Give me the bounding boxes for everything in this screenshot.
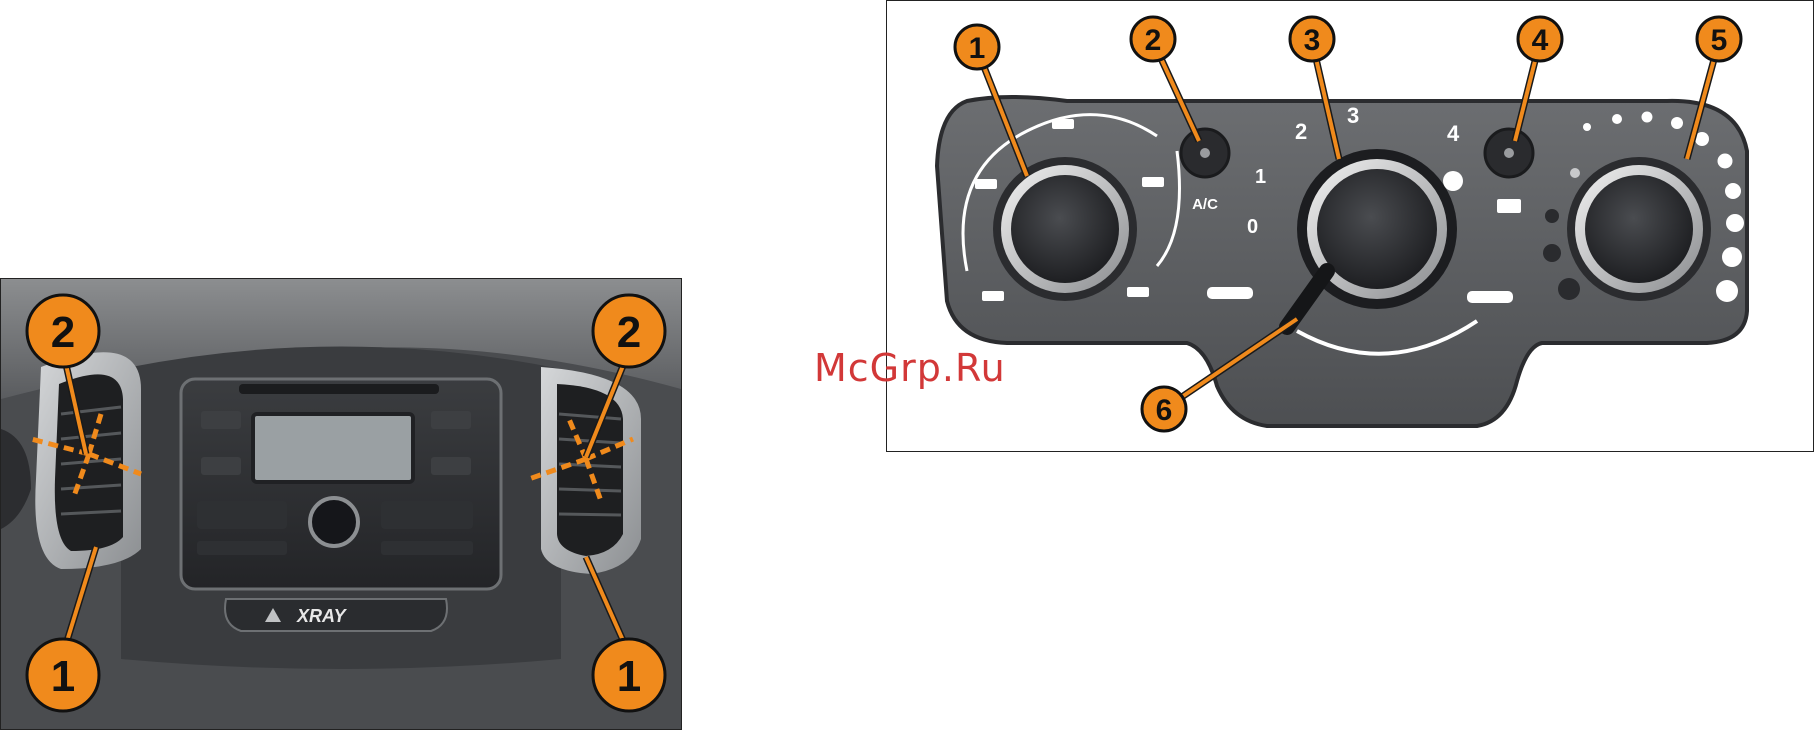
callout-4: 4 [1518,17,1562,61]
svg-text:2: 2 [51,308,75,357]
svg-text:1: 1 [617,652,641,701]
climate-panel-illustration: A/C 0 1 2 3 4 [887,1,1813,451]
callout-1-right: 1 [593,639,665,711]
svg-text:2: 2 [1145,24,1162,57]
callout-1-left: 1 [27,639,99,711]
ac-label: A/C [1192,196,1218,213]
svg-text:0: 0 [1247,216,1258,238]
fan-icon [1443,171,1463,191]
svg-text:2: 2 [1295,119,1307,144]
rear-defrost-button[interactable] [1485,129,1533,177]
svg-text:1: 1 [969,32,986,65]
radio-display [253,414,413,482]
svg-text:5: 5 [1711,24,1728,57]
callout-5: 5 [1697,17,1741,61]
xray-badge: XRAY [296,606,348,626]
callout-1: 1 [955,25,999,69]
svg-text:6: 6 [1156,394,1173,427]
callout-6: 6 [1142,387,1186,431]
watermark-text: McGrp.Ru [814,346,1006,390]
svg-text:1: 1 [51,652,75,701]
dashboard-photo: XRAY [0,278,682,730]
callout-2-left: 2 [27,295,99,367]
svg-text:2: 2 [617,308,641,357]
svg-text:3: 3 [1304,24,1321,57]
svg-text:4: 4 [1532,24,1549,57]
callout-3: 3 [1290,17,1334,61]
temperature-knob[interactable] [1567,157,1711,301]
callout-2: 2 [1131,17,1175,61]
right-vent [557,384,623,556]
rear-defrost-icon [1497,199,1521,213]
air-distribution-knob[interactable] [993,157,1137,301]
dashboard-illustration: XRAY [1,279,681,729]
ac-button[interactable] [1181,129,1229,177]
svg-text:3: 3 [1347,103,1359,128]
svg-text:4: 4 [1447,121,1460,146]
svg-text:1: 1 [1255,166,1266,188]
callout-2-right: 2 [593,295,665,367]
climate-panel-figure: A/C 0 1 2 3 4 [886,0,1814,452]
volume-knob [310,498,358,546]
